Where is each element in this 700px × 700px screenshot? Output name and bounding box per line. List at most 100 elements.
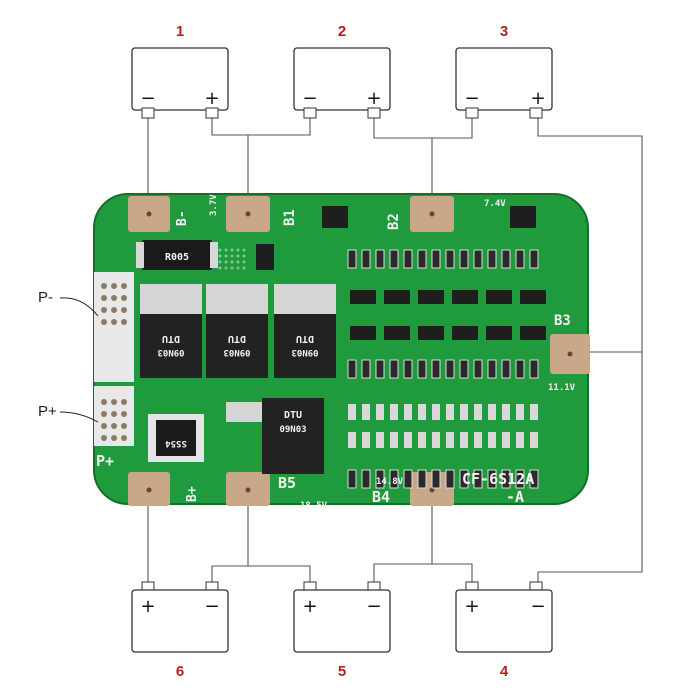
via [218,266,222,270]
smd-resistor [515,249,525,269]
smd-transistor [486,326,512,340]
smd-resistor [417,249,427,269]
smd-transistor [418,326,444,340]
smd-ic [256,244,274,270]
via [242,248,246,252]
smd-capacitor [446,404,454,420]
cell-6: + − 6 [131,581,229,680]
via [236,248,240,252]
smd-capacitor [432,404,440,420]
via [224,266,228,270]
smd-capacitor [404,404,412,420]
cell-5-minus: − [366,596,381,617]
cell-number-1: 1 [176,23,184,40]
smd-resistor [361,469,371,489]
smd-resistor [487,249,497,269]
top-cells: 1 − + 2 − + 3 − + [131,23,553,119]
smd-transistor [350,326,376,340]
schottky-diode: SS54 [148,414,204,462]
mosfet-1-brand: DTU [162,333,180,344]
smd-resistor [501,469,511,489]
smd-resistor [459,249,469,269]
smd-resistor [375,469,385,489]
cell-4-minus: − [530,596,545,617]
via [236,266,240,270]
smd-resistor [473,469,483,489]
external-labels: P- P+ [38,289,99,423]
cell-1-plus: + [204,88,219,109]
smd-capacitor [348,404,356,420]
smd-capacitor [390,404,398,420]
bottom-cells: + − 6 + − 5 + − 4 [131,581,553,680]
via [242,254,246,258]
smd-resistor [347,249,357,269]
cell-1: 1 − + [131,23,229,119]
wiring [147,118,643,582]
smd-resistor [431,359,441,379]
label-v-b4: 14.8V [376,477,404,487]
smd-resistor [431,469,441,489]
cell-2: 2 − + [293,23,391,119]
mosfet-4: DTU 09N03 [226,398,324,474]
smd-resistor [445,469,455,489]
smd-transistor [452,290,478,304]
cell-6-plus: + [140,596,155,617]
smd-capacitor [474,432,482,448]
smd-capacitor [502,404,510,420]
label-v-b3: 11.1V [548,383,576,393]
smd-resistor [501,249,511,269]
wire-b1 [211,118,311,196]
smd-resistor [445,249,455,269]
smd-resistor [529,359,539,379]
header-pins-p-plus [101,399,127,441]
wire-b2 [373,118,473,196]
smd-capacitor [446,432,454,448]
smd-transistor [350,290,376,304]
silkscreen: B- B1 3.7V B2 7.4V B3 11.1V 14.8V B4 B5 … [96,194,576,511]
cell-5: + − 5 [293,581,391,680]
mosfet-2-brand: DTU [228,333,246,344]
smd-resistor [375,249,385,269]
label-b5: B5 [278,474,296,492]
smd-resistor [473,249,483,269]
via [230,266,234,270]
smd-capacitor [432,432,440,448]
wire-b5 [211,502,311,582]
smd-capacitor [418,404,426,420]
smd-transistor [520,290,546,304]
mosfet-4-code: 09N03 [279,425,306,435]
smd-capacitor [502,432,510,448]
smd-resistor [515,469,525,489]
cell-number-4: 4 [500,663,509,680]
smd-capacitor [460,404,468,420]
smd-capacitor [390,432,398,448]
mosfet-3-code: 09N03 [291,347,318,357]
smd-transistor [384,326,410,340]
smd-resistor [403,469,413,489]
mosfet-3: DTU 09N03 [274,284,336,378]
wire-b3 [537,118,643,582]
smd-capacitor [530,404,538,420]
cell-4-plus: + [464,596,479,617]
smd-resistor [389,359,399,379]
smd-resistor [389,469,399,489]
cell-number-3: 3 [500,23,508,40]
smd-capacitor [376,432,384,448]
label-v-b5: 18.5V [300,501,328,511]
via [218,254,222,258]
smd-resistor [501,359,511,379]
resistor-marking: R005 [165,252,189,263]
pcb-board: R005 DTU 09N03 DTU 09N03 DTU 09N03 [93,193,590,511]
smd-resistor [487,359,497,379]
smd-transistor [384,290,410,304]
via [224,260,228,264]
connector-p-minus-area [94,272,134,382]
smd-capacitor [362,432,370,448]
mosfet-4-brand: DTU [284,410,302,421]
smd-capacitor [488,432,496,448]
smd-resistor [347,469,357,489]
smd-resistor [417,469,427,489]
cell-3-plus: + [530,88,545,109]
via [224,254,228,258]
p-minus-label: P- [38,289,53,306]
